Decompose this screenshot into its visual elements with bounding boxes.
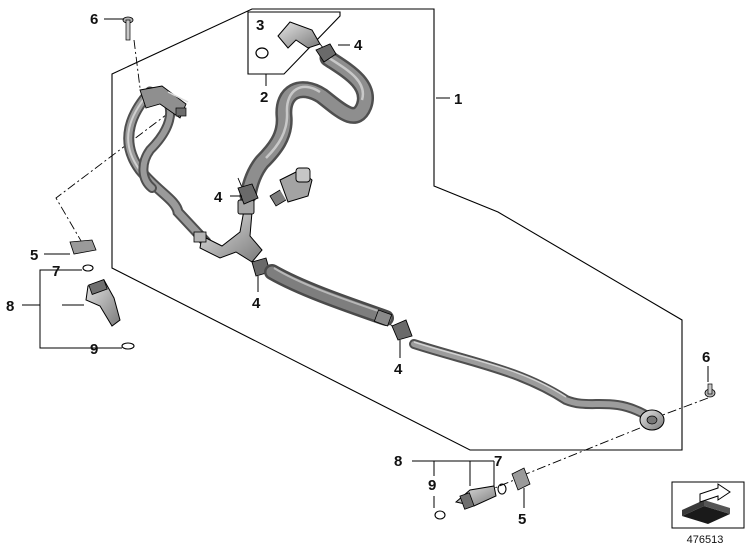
upper-fuel-hose	[239, 49, 374, 205]
hose-clamp-middle	[237, 183, 259, 205]
center-fuel-hose	[264, 264, 394, 327]
callout-9-bottom: 9	[428, 477, 436, 494]
arrow-box-icon	[682, 483, 731, 524]
screw-top-left	[122, 16, 134, 41]
injector-left	[69, 239, 135, 350]
callout-5-bottom: 5	[518, 511, 526, 528]
left-fuel-hose	[123, 85, 212, 248]
pressure-sensor	[269, 167, 313, 207]
injector-bottom	[434, 467, 531, 520]
callout-5-left: 5	[30, 247, 38, 264]
callout-6-top: 6	[90, 11, 98, 28]
callout-8-bottom: 8	[394, 453, 402, 470]
callout-8-left: 8	[6, 298, 14, 315]
screw-right	[704, 383, 716, 398]
t-piece-connector	[193, 199, 263, 263]
hose-clamp-upper	[315, 43, 337, 63]
callout-1: 1	[454, 91, 462, 108]
callout-4-left: 4	[252, 295, 261, 312]
callout-4-middle: 4	[214, 189, 223, 206]
callout-6-right: 6	[702, 349, 710, 366]
callout-4-upper: 4	[354, 37, 363, 54]
callout-7-left: 7	[52, 263, 60, 280]
callout-7-bottom: 7	[494, 453, 502, 470]
leader-lines	[22, 18, 709, 508]
lower-fuel-line	[409, 339, 665, 431]
callouts: 6 3 4 2 1 4 5 7 4 8 9 6 4 8 7 9 5	[6, 11, 710, 528]
reference-box: 476513	[671, 481, 745, 546]
callout-2: 2	[260, 89, 268, 106]
reference-number: 476513	[687, 534, 724, 546]
hose-clamp-right	[391, 319, 413, 341]
callout-3: 3	[256, 17, 264, 34]
assembly-frame	[111, 8, 683, 451]
callout-9-left: 9	[90, 341, 98, 358]
callout-4-right: 4	[394, 361, 403, 378]
elbow-connector	[255, 21, 321, 59]
assembly-axes	[55, 39, 709, 495]
